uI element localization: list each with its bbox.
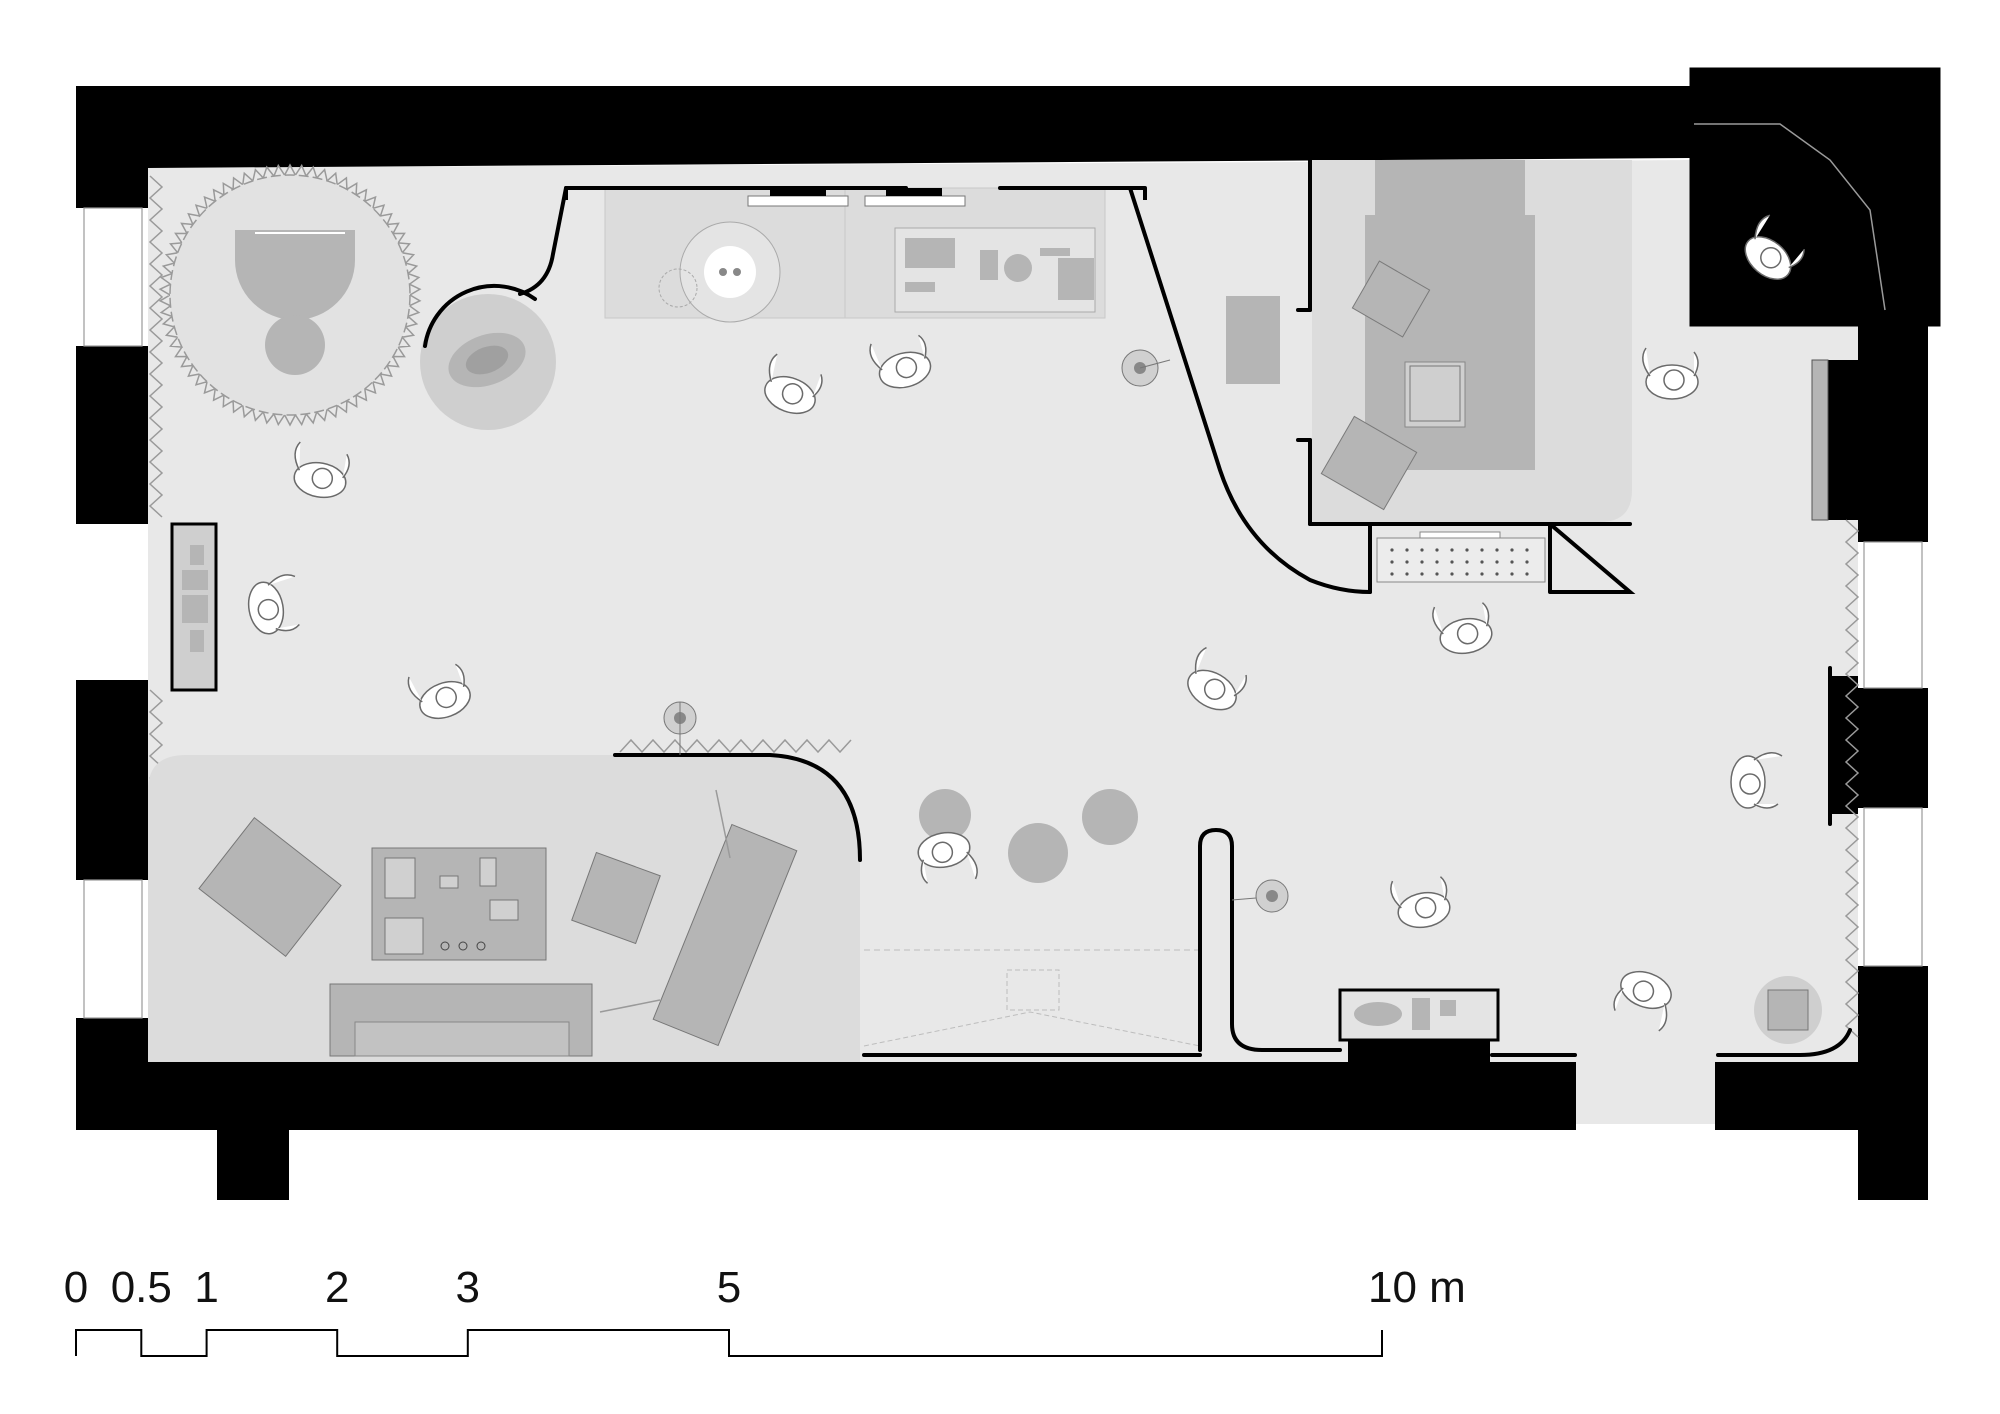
person-topview-icon xyxy=(247,574,300,635)
spotlights xyxy=(663,349,1289,913)
desk-dot xyxy=(1465,548,1469,552)
bottom-wall-left xyxy=(76,1062,1576,1130)
desk-dot xyxy=(1480,548,1484,552)
desk-dot xyxy=(1450,572,1454,576)
bottom-wall-right xyxy=(1715,1062,1858,1130)
top-wall xyxy=(76,86,1690,168)
scale-bar-label: 1 xyxy=(194,1263,218,1312)
desk-dot xyxy=(1405,548,1409,552)
windows xyxy=(83,207,1923,1019)
person-topview-icon xyxy=(1432,602,1493,655)
round-stool xyxy=(265,315,325,375)
desk-dot xyxy=(1495,548,1499,552)
person-topview-icon xyxy=(407,663,471,720)
desk-dot xyxy=(1390,548,1394,552)
left-wall-mid-upper xyxy=(76,346,148,524)
desk-dot xyxy=(1390,572,1394,576)
desk-dot xyxy=(1510,548,1514,552)
person-topview-icon xyxy=(1390,876,1451,929)
scale-bar-label: 3 xyxy=(456,1263,480,1312)
desk-dot xyxy=(1405,560,1409,564)
desk-dot xyxy=(1435,548,1439,552)
bedroom-zone xyxy=(1226,160,1632,583)
right-wall-upper xyxy=(1858,326,1928,542)
round-rug xyxy=(420,283,556,430)
left-wall-mid-lower xyxy=(76,680,148,880)
round-table-icon xyxy=(1082,789,1138,845)
partitions xyxy=(1128,158,1636,594)
desk-dot xyxy=(1450,560,1454,564)
desk-dot xyxy=(1480,560,1484,564)
desk-dot xyxy=(1420,548,1424,552)
desk-dot xyxy=(1465,560,1469,564)
scale-bar-label: 0.5 xyxy=(111,1263,172,1312)
lobby-door-track xyxy=(1694,123,1886,311)
curtain-left-upper xyxy=(148,175,164,518)
desk-dot xyxy=(1465,572,1469,576)
scale-bar-label: 5 xyxy=(717,1263,741,1312)
desk-dot xyxy=(1495,560,1499,564)
right-wall-lower xyxy=(1858,966,1928,1200)
spotlight-icon xyxy=(1121,349,1171,387)
person-topview-icon xyxy=(917,831,978,884)
bottom-counter xyxy=(1338,988,1500,1062)
round-tables xyxy=(919,789,1138,883)
living-zone xyxy=(148,753,862,1062)
desk-dot xyxy=(1525,560,1529,564)
column-1 xyxy=(1781,84,1809,112)
left-niche xyxy=(170,522,218,692)
right-wall-mid xyxy=(1858,688,1928,808)
person-topview-icon xyxy=(869,334,932,389)
toilet-bowl xyxy=(235,230,355,320)
scale-bar-label: 2 xyxy=(325,1263,349,1312)
curtain-central xyxy=(619,738,852,754)
desk-dot xyxy=(1420,572,1424,576)
spotlight-icon xyxy=(1231,879,1289,913)
round-table-icon xyxy=(919,789,971,841)
desk-dot xyxy=(1435,572,1439,576)
desk-dot xyxy=(1405,572,1409,576)
person-topview-icon xyxy=(293,441,350,499)
top-counter xyxy=(518,186,1147,323)
person-topview-icon xyxy=(1187,646,1248,711)
corner-lobby-frame xyxy=(1689,67,1941,327)
scale-bar: 0 0.5 1 2 3 5 10 m xyxy=(64,1263,1466,1357)
entrance-marks xyxy=(862,949,1202,1057)
walls xyxy=(76,67,1941,1200)
desk-dot xyxy=(1435,560,1439,564)
right-pier-inner-lower xyxy=(1828,676,1858,814)
desk-dot xyxy=(1450,548,1454,552)
spotlight-icon xyxy=(663,701,697,755)
column-2 xyxy=(1899,84,1927,112)
person-topview-icon xyxy=(1642,347,1699,400)
desk-dot xyxy=(1420,560,1424,564)
round-table-icon xyxy=(1008,823,1068,883)
scale-bar-label: 10 m xyxy=(1368,1263,1466,1312)
gear-zone xyxy=(158,163,422,427)
scale-bar-label: 0 xyxy=(64,1263,88,1312)
desk-dot xyxy=(1510,572,1514,576)
right-pier-inner-upper xyxy=(1828,360,1858,520)
right-shelf xyxy=(1811,359,1829,521)
left-wall-top xyxy=(76,86,148,208)
scale-bar-line xyxy=(75,1329,1383,1357)
entrance-floor xyxy=(1575,1062,1715,1124)
desk-dot xyxy=(1525,548,1529,552)
desk-dot xyxy=(1510,560,1514,564)
person-topview-icon xyxy=(764,353,823,415)
desk-dot xyxy=(1525,572,1529,576)
bottom-left-pier xyxy=(217,1130,289,1200)
person-topview-icon xyxy=(1613,970,1672,1032)
curtain-right xyxy=(1844,519,1860,1038)
desk-dot xyxy=(1480,572,1484,576)
column-3 xyxy=(1899,204,1927,232)
person-topview-icon xyxy=(1730,752,1783,809)
desk-dot xyxy=(1495,572,1499,576)
desk-dot xyxy=(1390,560,1394,564)
